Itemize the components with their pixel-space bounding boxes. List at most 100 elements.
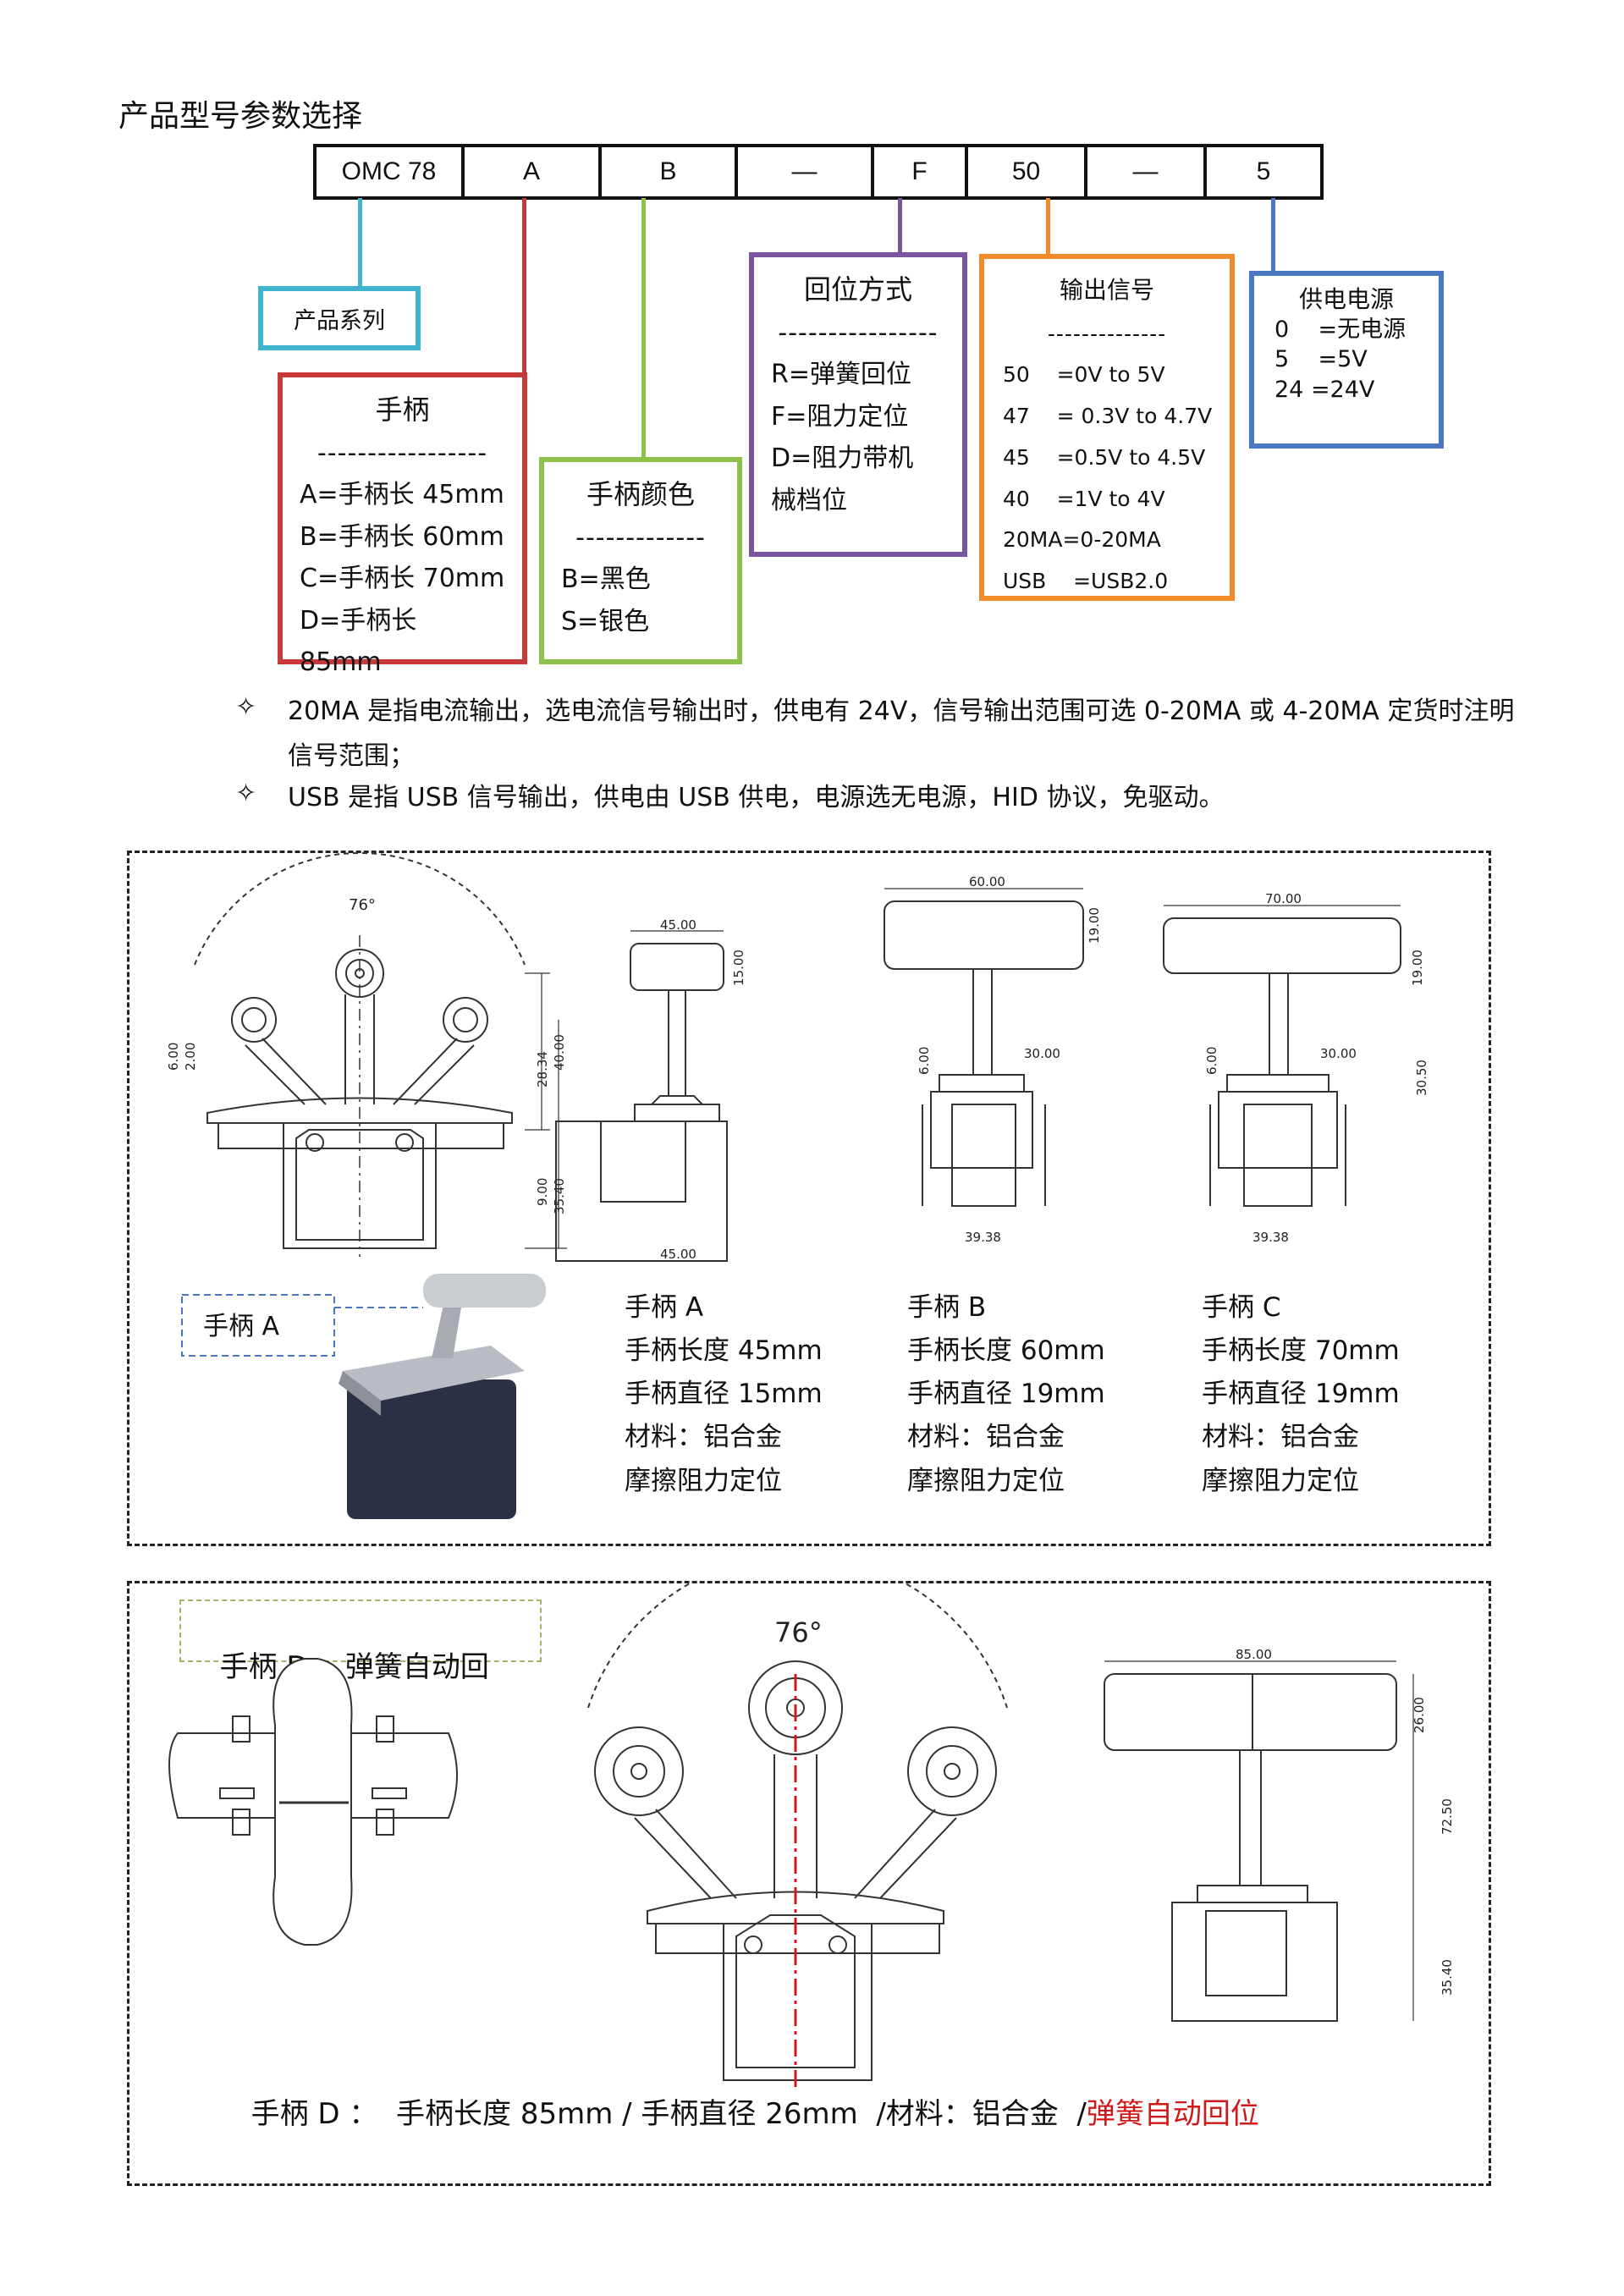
connector-handle	[522, 198, 526, 376]
return-option: D=阻力带机	[771, 443, 914, 474]
dimension-label: 40.00	[552, 1034, 567, 1071]
output-option: 45 =0.5V to 4.5V	[1003, 444, 1206, 470]
connector-power	[1271, 198, 1275, 271]
spec-material: 材料：铝合金	[1202, 1422, 1359, 1453]
output-option: 50 =0V to 5V	[1003, 362, 1165, 388]
dimension-label: 60.00	[969, 874, 1005, 889]
photo-callout-label: 手柄 A	[203, 1312, 280, 1341]
spec-diameter: 手柄直径 19mm	[1202, 1379, 1400, 1410]
handle-d-caption-text: 手柄 D ： 手柄长度 85mm / 手柄直径 26mm /材料：铝合金 /	[250, 2097, 1087, 2131]
handle-option: C=手柄长 70mm	[300, 564, 505, 594]
drawing-section-abc	[127, 851, 1491, 1546]
spec-length: 手柄长度 60mm	[907, 1335, 1105, 1367]
handle-box: 手柄 ----------------- A=手柄长 45mm B=手柄长 60…	[278, 372, 527, 677]
handle-a-photo	[339, 1274, 546, 1519]
handle-c-side-view: 70.00 19.00 30.00 30.50 6.00 39.38	[1163, 891, 1429, 1245]
connector-color	[641, 198, 646, 458]
return-option: R=弹簧回位	[771, 360, 911, 390]
spec-name: 手柄 B	[907, 1292, 987, 1323]
dimension-label: 30.50	[1414, 1060, 1429, 1096]
handle-option: D=手柄长 85mm	[300, 605, 417, 678]
return-box-title: 回位方式	[803, 273, 912, 306]
color-option: B=黑色	[561, 564, 651, 595]
photo-callout-frame	[181, 1294, 335, 1357]
spec-material: 材料：铝合金	[907, 1422, 1065, 1453]
dimension-label: 39.38	[1252, 1230, 1289, 1245]
output-option: USB =USB2.0	[1003, 569, 1169, 594]
dimension-label: 39.38	[965, 1230, 1001, 1245]
technical-drawing-abc: 76° 28.34 40.00 9.00 35.40 6.00 2.00 45.…	[166, 851, 1429, 1519]
dimension-label: 28.34	[535, 1051, 550, 1087]
color-box-title: 手柄颜色	[586, 478, 695, 510]
connector-output	[1046, 198, 1050, 256]
dimension-label: 30.00	[1320, 1046, 1357, 1061]
output-box-divider: --------------	[1047, 321, 1167, 346]
spec-mode: 摩擦阻力定位	[907, 1465, 1065, 1496]
dimension-label: 15.00	[731, 950, 746, 986]
series-box: 产品系列	[258, 286, 421, 350]
angle-label: 76°	[349, 896, 376, 914]
dimension-label: 26.00	[1412, 1697, 1427, 1733]
output-option: 20MA=0-20MA	[1003, 527, 1161, 553]
return-option: F=阻力定位	[771, 401, 909, 432]
handle-d-front-view: 76°	[587, 1581, 1008, 2089]
spec-name: 手柄 C	[1202, 1292, 1281, 1323]
handle-d-tag: 手柄 D 弹簧自动回	[179, 1599, 542, 1684]
power-box: 供电电源 0 =无电源 5 =5V 24 =24V	[1249, 271, 1444, 449]
model-code-series: OMC 78	[317, 147, 465, 196]
spec-handle-a: 手柄 A 手柄长度 45mm 手柄直径 15mm 材料：铝合金 摩擦阻力定位	[625, 1286, 823, 1503]
model-code-separator: —	[738, 147, 874, 196]
model-code-output: 50	[968, 147, 1087, 196]
handle-option: A=手柄长 45mm	[300, 480, 504, 510]
angle-label: 76°	[774, 1616, 823, 1649]
spec-length: 手柄长度 45mm	[625, 1335, 823, 1367]
output-option: 47 = 0.3V to 4.7V	[1003, 404, 1213, 429]
color-box-divider: -------------	[575, 522, 706, 553]
dimension-label: 45.00	[660, 917, 696, 933]
dimension-label: 19.00	[1087, 907, 1102, 944]
technical-drawing-d: 76° 85.00 26.00 72.50 35.40	[168, 1581, 1455, 2089]
note-usb-output: USB 是指 USB 信号输出，供电由 USB 供电，电源选无电源，HID 协议…	[288, 783, 1225, 812]
spec-mode: 摩擦阻力定位	[1202, 1465, 1359, 1496]
output-box: 输出信号 -------------- 50 =0V to 5V 47 = 0.…	[979, 254, 1235, 601]
output-box-title: 输出信号	[1059, 276, 1154, 304]
dimension-label: 9.00	[535, 1178, 550, 1206]
note-bullet-icon: ✧	[235, 692, 257, 722]
model-code-power: 5	[1256, 157, 1271, 185]
return-option: 械档位	[771, 485, 847, 515]
note-bullet-icon: ✧	[235, 779, 257, 808]
handle-a-side-view: 45.00 15.00 45.00	[555, 917, 746, 1262]
connector-series	[358, 198, 362, 289]
model-code-handle: A	[465, 147, 602, 196]
dimension-label: 70.00	[1265, 891, 1302, 906]
spec-material: 材料：铝合金	[625, 1422, 782, 1453]
connector-return	[898, 198, 902, 252]
color-box: 手柄颜色 ------------- B=黑色 S=银色	[539, 457, 742, 664]
return-box: 回位方式 ---------------- R=弹簧回位 F=阻力定位 D=阻力…	[749, 252, 967, 557]
handle-d-caption: 手柄 D ： 手柄长度 85mm / 手柄直径 26mm /材料：铝合金 /弹簧…	[233, 2056, 1259, 2132]
note-current-output: 20MA 是指电流输出，选电流信号输出时，供电有 24V，信号输出范围可选 0-…	[288, 697, 1515, 771]
dimension-label: 72.50	[1440, 1798, 1455, 1835]
handle-box-title: 手柄	[375, 394, 430, 426]
front-view-drawing: 76° 28.34 40.00 9.00 35.40 6.00 2.00	[166, 851, 567, 1257]
power-box-title: 供电电源	[1298, 285, 1394, 313]
dimension-label: 35.40	[1440, 1959, 1455, 1996]
dimension-label: 6.00	[166, 1043, 181, 1071]
series-label: 产品系列	[294, 308, 385, 334]
model-code-row: OMC 78 A B — F 50 — 5	[313, 144, 1324, 200]
handle-d-side-view: 85.00 26.00 72.50 35.40	[1104, 1647, 1455, 2022]
return-box-divider: ----------------	[778, 317, 939, 348]
spec-length: 手柄长度 70mm	[1202, 1335, 1400, 1367]
handle-b-side-view: 60.00 19.00 30.00 6.00 39.38	[884, 874, 1102, 1245]
output-option: 40 =1V to 4V	[1003, 486, 1165, 511]
power-option: 5 =5V	[1274, 346, 1368, 373]
dimension-label: 45.00	[660, 1247, 696, 1262]
model-code-return: F	[874, 147, 968, 196]
dimension-label: 6.00	[917, 1047, 932, 1075]
handle-d-tag-label: 手柄 D 弹簧自动回	[219, 1650, 489, 1684]
spec-diameter: 手柄直径 15mm	[625, 1379, 823, 1410]
power-option: 0 =无电源	[1274, 317, 1407, 344]
handle-d-top-view	[168, 1658, 458, 1946]
dimension-label: 30.00	[1024, 1046, 1060, 1061]
handle-d-caption-highlight: 弹簧自动回位	[1086, 2097, 1259, 2131]
